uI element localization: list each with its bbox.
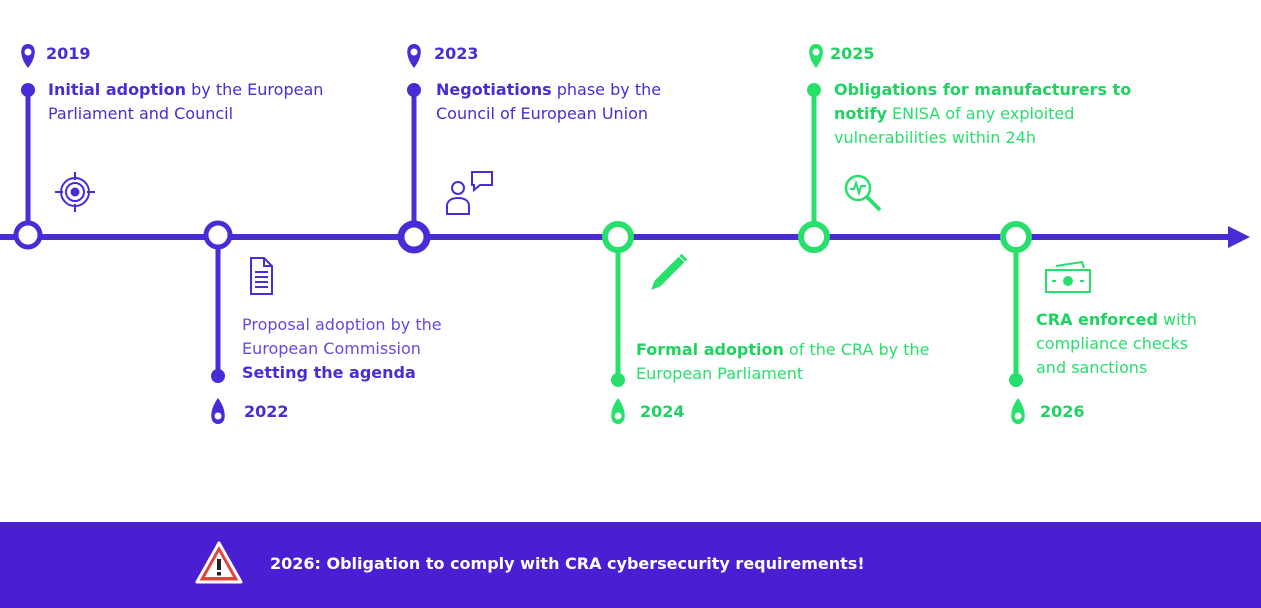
event-2025-bold2: notify (834, 104, 887, 123)
event-2023-text: Negotiations phase by the Council of Eur… (436, 78, 661, 126)
node-2025 (798, 221, 830, 253)
dot-2025 (807, 83, 821, 97)
location-pin-icon (407, 44, 421, 68)
event-2024-rest: of the CRA by the (783, 340, 930, 359)
location-pin-icon (809, 44, 823, 68)
location-pin-icon (21, 44, 35, 68)
event-2026-bold: CRA enforced (1036, 310, 1158, 329)
timeline-diagram (0, 44, 1250, 424)
dot-2026 (1009, 373, 1023, 387)
dot-2024 (611, 373, 625, 387)
year-2025: 2025 (830, 44, 875, 63)
event-2023-rest: phase by the (551, 80, 662, 99)
node-2022 (203, 220, 233, 250)
event-2019-line2: Parliament and Council (48, 104, 234, 123)
event-2019-bold: Initial adoption (48, 80, 187, 99)
target-icon (55, 172, 95, 212)
event-2026-line3: and sanctions (1036, 358, 1148, 377)
event-2026-text: CRA enforced with compliance checks and … (1036, 308, 1197, 380)
magnifier-pulse-icon (844, 174, 882, 212)
warning-icon (195, 541, 243, 584)
event-2024-bold: Formal adoption (636, 340, 784, 359)
timeline-arrowhead (1228, 226, 1250, 248)
event-2024-text: Formal adoption of the CRA by the Europe… (636, 338, 929, 386)
event-2025-text: Obligations for manufacturers to notify … (834, 78, 1131, 150)
banner-text: 2026: Obligation to comply with CRA cybe… (270, 554, 865, 573)
drop-pin-icon (611, 398, 625, 424)
event-2025-rest2: ENISA of any exploited (886, 104, 1075, 123)
year-2024: 2024 (640, 402, 685, 421)
pencil-icon (651, 253, 688, 290)
event-2023-line2: Council of European Union (436, 104, 649, 123)
event-2026-rest: with (1157, 310, 1197, 329)
event-2022-bold: Setting the agenda (242, 363, 416, 382)
event-2019-text: Initial adoption by the European Parliam… (48, 78, 323, 126)
bottom-banner: 2026: Obligation to comply with CRA cybe… (0, 522, 1261, 608)
dot-2023 (407, 83, 421, 97)
event-2025-line3: vulnerabilities within 24h (834, 128, 1037, 147)
year-2026: 2026 (1040, 402, 1085, 421)
document-icon (250, 257, 273, 295)
event-2022-text: Proposal adoption by the European Commis… (242, 313, 442, 385)
year-2023: 2023 (434, 44, 479, 63)
year-2022: 2022 (244, 402, 289, 421)
event-2019-rest: by the European (186, 80, 324, 99)
event-2022-line2: European Commission (242, 339, 421, 358)
event-2024-line2: European Parliament (636, 364, 804, 383)
drop-pin-icon (211, 398, 225, 424)
dot-2022 (211, 369, 225, 383)
event-2022-line1: Proposal adoption by the (242, 315, 442, 334)
drop-pin-icon (1011, 398, 1025, 424)
event-2023-bold: Negotiations (436, 80, 552, 99)
dot-2019 (21, 83, 35, 97)
person-speech-icon (446, 171, 493, 215)
node-2019 (13, 220, 43, 250)
node-2024 (602, 221, 634, 253)
node-2023 (397, 220, 431, 254)
node-2026 (1000, 221, 1032, 253)
year-2019: 2019 (46, 44, 91, 63)
event-2026-line2: compliance checks (1036, 334, 1189, 353)
money-icon (1045, 260, 1091, 293)
event-2025-bold1: Obligations for manufacturers to (834, 80, 1132, 99)
